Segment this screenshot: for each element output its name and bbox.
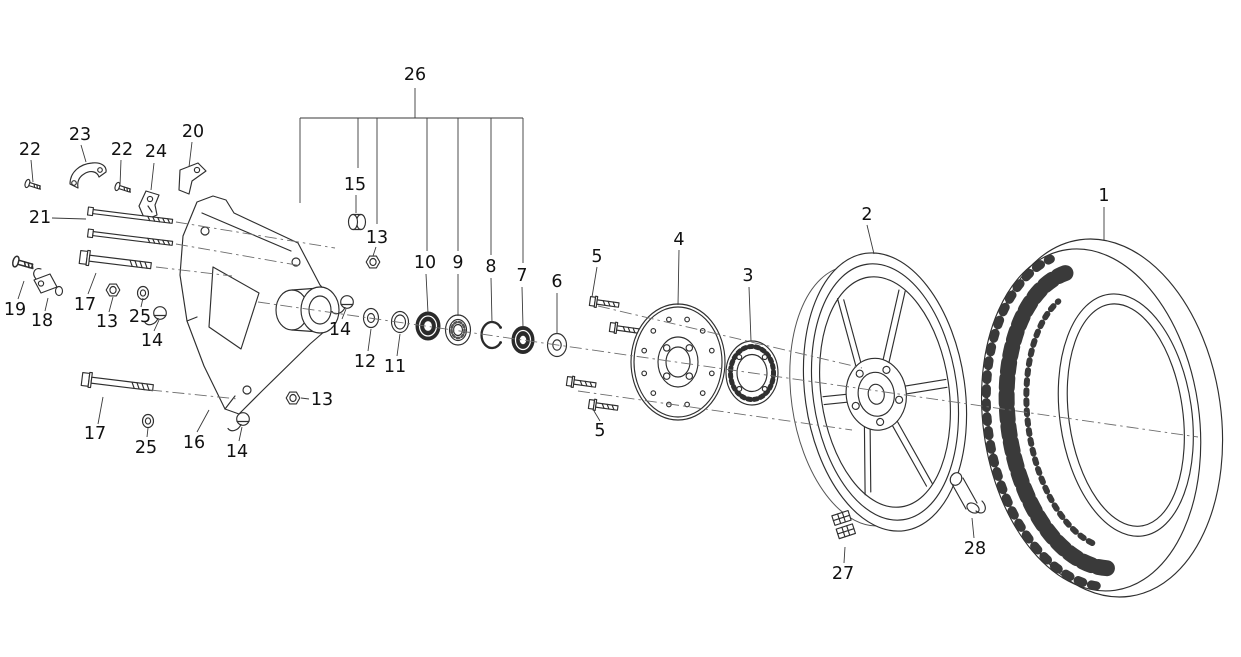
part-16-swingarm-bracket (179, 195, 340, 415)
leader-lines (17, 141, 1105, 564)
callout-3: 3 (742, 266, 753, 286)
callout-28: 28 (964, 539, 986, 559)
part-25b-washer (141, 413, 155, 429)
callout-17b: 17 (84, 424, 106, 444)
part-10-bearing (415, 311, 441, 341)
part-2-wheel (789, 252, 968, 532)
part-9-bearing (444, 314, 472, 346)
callout-8: 8 (485, 257, 496, 277)
callout-14c: 14 (226, 442, 248, 462)
part-22b-screw (113, 181, 133, 196)
part-24-bracket (138, 190, 160, 221)
part-14c-cap (227, 412, 250, 432)
callout-1: 1 (1098, 186, 1109, 206)
callouts: 26 23 22 22 24 20 21 15 13 10 9 8 7 6 5 … (4, 65, 1110, 584)
part-15-bushing (347, 213, 367, 231)
callout-13c: 13 (311, 390, 333, 410)
part-17a-axle-bolt (78, 248, 153, 274)
part-5b-disc-bolts (565, 374, 620, 415)
part-8-circlip (480, 320, 502, 350)
part-1-tire (980, 238, 1224, 598)
callout-17a: 17 (74, 295, 96, 315)
callout-13a: 13 (366, 228, 388, 248)
callout-13b: 13 (96, 312, 118, 332)
callout-2: 2 (861, 205, 872, 225)
part-25a-washer (136, 285, 150, 301)
part-21b-bolt (86, 228, 174, 248)
callout-5b: 5 (594, 421, 605, 441)
callout-11: 11 (384, 357, 406, 377)
part-13b-nut (105, 283, 121, 297)
part-28-valve-stem (949, 472, 986, 514)
part-7-oil-seal (511, 326, 535, 354)
part-17b-axle-bolt (80, 370, 155, 396)
axis-lines (149, 221, 1199, 438)
part-19-bolt (10, 254, 36, 273)
part-13c-nut (285, 391, 301, 405)
callout-6: 6 (551, 272, 562, 292)
callout-12: 12 (354, 352, 376, 372)
callout-bracket-26 (299, 88, 524, 263)
part-18-speed-sensor (33, 268, 64, 297)
callout-15: 15 (344, 175, 366, 195)
callout-27: 27 (832, 564, 854, 584)
callout-25b: 25 (135, 438, 157, 458)
callout-5a: 5 (591, 247, 602, 267)
callout-4: 4 (673, 230, 684, 250)
callout-22a: 22 (19, 140, 41, 160)
callout-19: 19 (4, 300, 26, 320)
callout-14b: 14 (329, 320, 351, 340)
callout-20: 20 (182, 122, 204, 142)
part-23-bracket-strap (69, 162, 107, 189)
part-27-balance-weights (831, 509, 857, 540)
part-11-washer (390, 310, 410, 334)
part-5a-disc-bolts (588, 294, 641, 338)
callout-22b: 22 (111, 140, 133, 160)
part-20-bracket (178, 162, 207, 195)
part-13a-nut (365, 255, 381, 269)
callout-9: 9 (452, 253, 463, 273)
callout-23: 23 (69, 125, 91, 145)
part-21a-bolt (86, 206, 174, 226)
callout-25a: 25 (129, 307, 151, 327)
callout-26: 26 (404, 65, 426, 85)
callout-10: 10 (414, 253, 436, 273)
callout-14a: 14 (141, 331, 163, 351)
callout-24: 24 (145, 142, 167, 162)
callout-7: 7 (516, 266, 527, 286)
callout-16: 16 (183, 433, 205, 453)
part-4-brake-disc (630, 303, 726, 421)
callout-21: 21 (29, 208, 51, 228)
callout-18: 18 (31, 311, 53, 331)
